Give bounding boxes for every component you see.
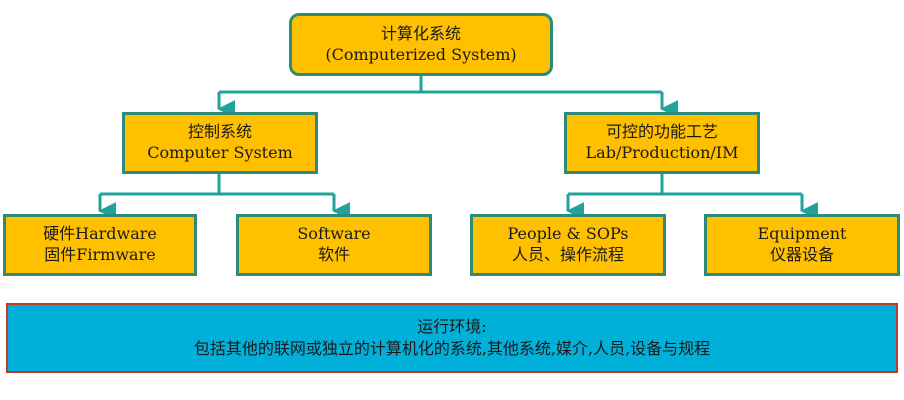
environment-title: 运行环境: — [417, 317, 487, 337]
root-title-en: (Computerized System) — [325, 44, 517, 64]
hardware-label: 硬件Hardware — [43, 224, 157, 244]
control-system-cn: 控制系统 — [187, 122, 252, 142]
equipment-node: Equipment 仪器设备 — [704, 214, 900, 276]
people-sops-en: People & SOPs — [507, 224, 629, 244]
control-system-en: Computer System — [147, 143, 293, 162]
process-cn: 可控的功能工艺 — [605, 122, 718, 142]
root-node: 计算化系统 (Computerized System) — [289, 13, 553, 76]
control-system-node: 控制系统 Computer System — [122, 112, 318, 174]
software-en: Software — [297, 224, 371, 244]
people-sops-cn: 人员、操作流程 — [511, 245, 624, 264]
software-node: Software 软件 — [236, 214, 432, 276]
firmware-label: 固件Firmware — [44, 245, 156, 264]
process-node: 可控的功能工艺 Lab/Production/IM — [564, 112, 760, 174]
equipment-en: Equipment — [757, 224, 847, 244]
equipment-cn: 仪器设备 — [769, 245, 834, 264]
root-title-cn: 计算化系统 — [380, 23, 461, 43]
environment-description: 包括其他的联网或独立的计算机化的系统,其他系统,媒介,人员,设备与规程 — [193, 339, 711, 358]
operating-environment-box: 运行环境: 包括其他的联网或独立的计算机化的系统,其他系统,媒介,人员,设备与规… — [6, 303, 898, 373]
process-en: Lab/Production/IM — [585, 143, 739, 162]
people-sops-node: People & SOPs 人员、操作流程 — [470, 214, 666, 276]
software-cn: 软件 — [317, 245, 350, 264]
hardware-node: 硬件Hardware 固件Firmware — [3, 214, 197, 276]
